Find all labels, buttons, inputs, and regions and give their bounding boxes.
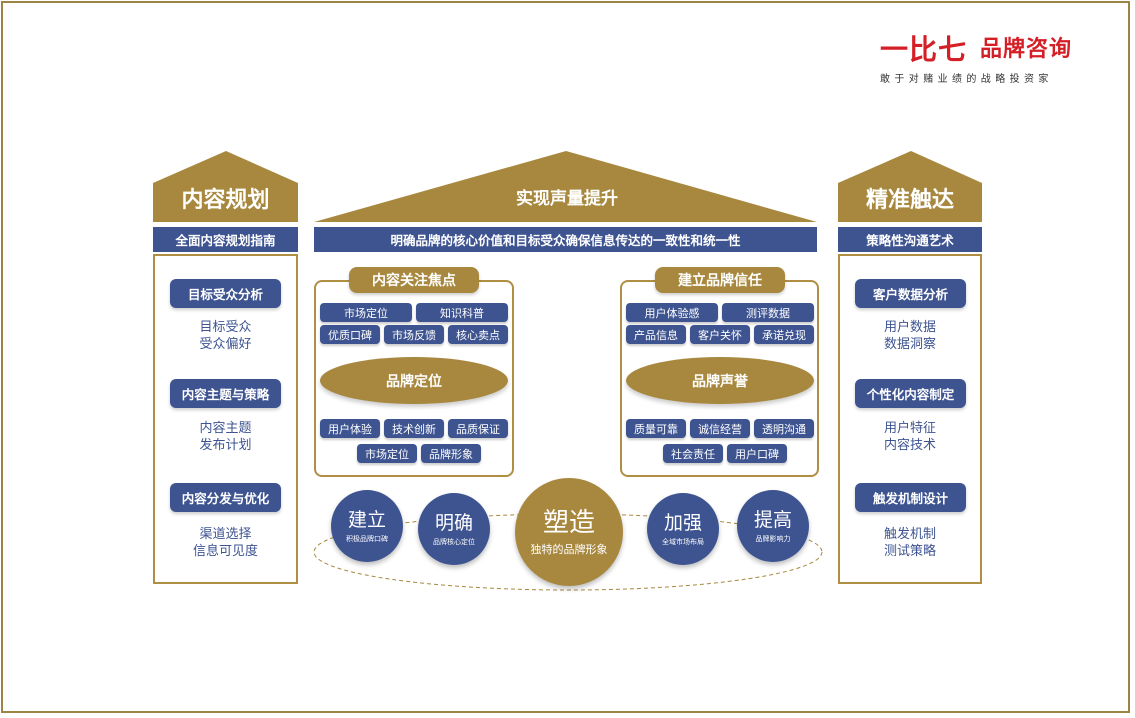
left-tag-image: 品牌形象 [421,444,481,463]
right-roof [838,151,982,222]
right-item-3-desc: 触发机制测试策略 [883,527,936,559]
right-title: 精准触达 [865,188,954,213]
circle-clarify: 明确品牌核心定位 [418,493,490,565]
center-bar: 明确品牌的核心价值和目标受众确保信息传达的一致性和统一性 [314,227,817,252]
left-item-2: 内容主题与策略 [170,379,281,408]
right-tag-product: 产品信息 [626,325,686,344]
right-bar: 策略性沟通艺术 [838,227,982,252]
center-title: 实现声量提升 [516,188,618,209]
left-item-1-desc: 目标受众受众偏好 [199,320,252,352]
left-tag-market: 市场定位 [320,303,412,322]
right-tag-integrity: 诚信经营 [690,419,750,438]
left-column [153,254,298,584]
left-tag-quality: 品质保证 [448,419,508,438]
left-item-3: 内容分发与优化 [170,483,281,512]
right-tag-review: 测评数据 [722,303,814,322]
circle-improve: 提高品牌影响力 [737,490,809,562]
logo-name: 品牌咨询 [980,37,1073,62]
left-tag-selling: 核心卖点 [448,325,508,344]
left-bar: 全面内容规划指南 [153,227,298,252]
right-column [838,254,982,584]
circle-shape: 塑造独特的品牌形象 [515,478,623,586]
left-tag-reputation: 优质口碑 [320,325,380,344]
left-item-1: 目标受众分析 [170,279,281,308]
circle-build: 建立积极品牌口碑 [331,490,403,562]
center-roof [314,151,817,222]
left-tag-positioning: 市场定位 [357,444,417,463]
right-item-3: 触发机制设计 [855,483,966,512]
right-item-2: 个性化内容制定 [855,379,966,408]
left-tag-innovation: 技术创新 [384,419,444,438]
left-roof [153,151,298,222]
left-title: 内容规划 [181,188,270,213]
right-tag-promise: 承诺兑现 [754,325,814,344]
circle-strengthen: 加强全域市场布局 [647,493,719,565]
right-tag-transparent: 透明沟通 [754,419,814,438]
left-item-3-desc: 渠道选择信息可见度 [192,527,258,559]
brand-tagline: 敢于对赌业绩的战略投资家 [880,74,1053,85]
right-item-1: 客户数据分析 [855,279,966,308]
brand-logo: 一比七 品牌咨询 [880,34,1085,66]
left-core-ellipse: 品牌定位 [320,357,508,404]
right-item-1-desc: 用户数据数据洞察 [883,320,936,352]
right-tag-wordofmouth: 用户口碑 [727,444,787,463]
left-panel-title: 内容关注焦点 [349,267,479,293]
right-item-2-desc: 用户特征内容技术 [883,421,936,453]
right-tag-social: 社会责任 [663,444,723,463]
left-item-2-desc: 内容主题发布计划 [199,421,252,453]
left-tag-science: 知识科普 [416,303,508,322]
left-tag-feedback: 市场反馈 [384,325,444,344]
right-tag-ux: 用户体验感 [626,303,718,322]
logo-prefix: 一比七 [880,33,968,66]
right-tag-reliable: 质量可靠 [626,419,686,438]
right-core-ellipse: 品牌声誉 [626,357,814,404]
right-tag-care: 客户关怀 [690,325,750,344]
left-tag-experience: 用户体验 [320,419,380,438]
right-panel-title: 建立品牌信任 [655,267,785,293]
